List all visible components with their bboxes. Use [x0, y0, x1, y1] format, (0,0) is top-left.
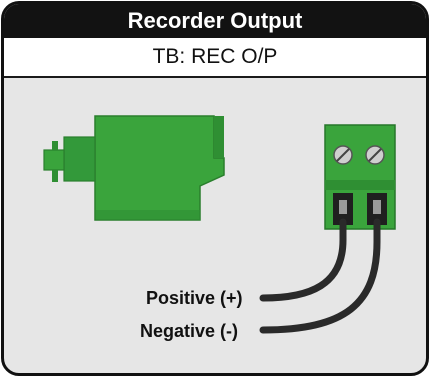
negative-wire [259, 218, 381, 334]
positive-wire [259, 218, 347, 302]
wires [259, 218, 381, 334]
plug-connector-icon [43, 115, 225, 221]
negative-label: Negative (-) [140, 321, 239, 341]
screw-icon [333, 145, 353, 165]
page-title: Recorder Output [4, 4, 426, 38]
terminal-block-icon [324, 124, 396, 230]
screw-icon [365, 145, 385, 165]
terminal-block-label: TB: REC O/P [4, 38, 426, 78]
positive-label: Positive (+) [146, 288, 243, 308]
